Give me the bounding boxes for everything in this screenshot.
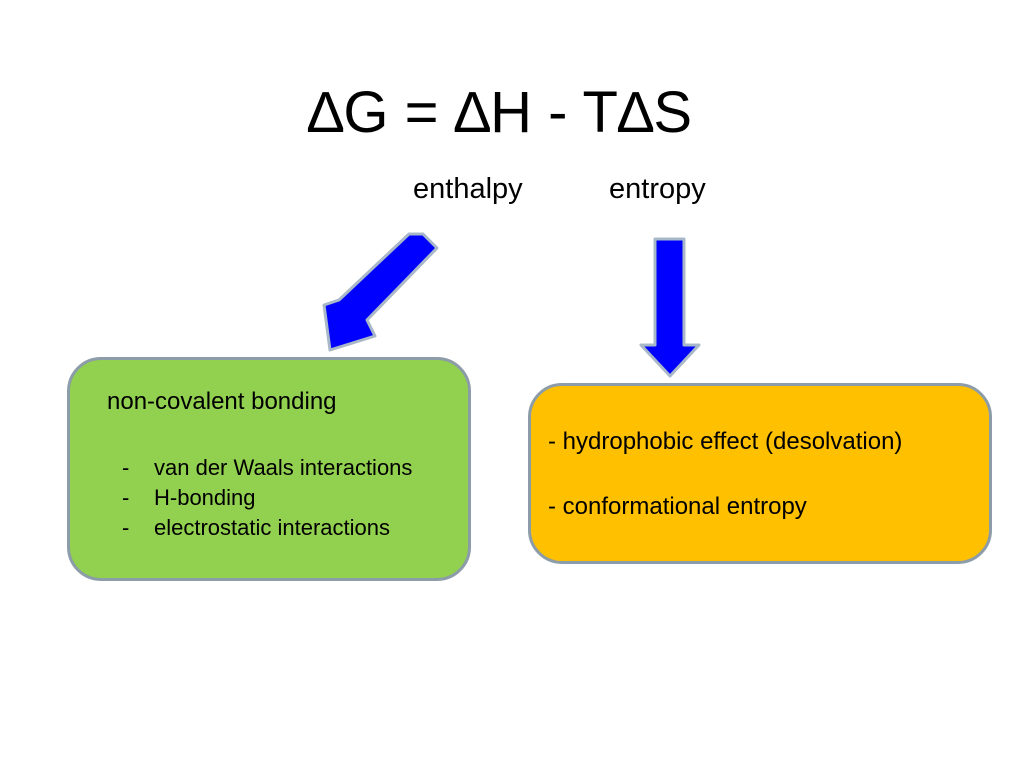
enthalpy-arrow xyxy=(322,232,439,352)
list-item: - H-bonding xyxy=(122,483,412,513)
list-item-text: electrostatic interactions xyxy=(154,515,390,540)
list-dash: - xyxy=(122,515,130,540)
list-item: - van der Waals interactions xyxy=(122,453,412,483)
entropy-item-conformational: - conformational entropy xyxy=(548,493,807,520)
list-dash: - xyxy=(122,455,130,480)
bond-list: - van der Waals interactions - H-bonding… xyxy=(122,453,412,543)
enthalpy-box: non-covalent bonding - van der Waals int… xyxy=(67,357,471,581)
list-item-text: H-bonding xyxy=(154,485,256,510)
list-item: - electrostatic interactions xyxy=(122,513,412,543)
entropy-item-hydrophobic: - hydrophobic effect (desolvation) xyxy=(548,428,903,455)
enthalpy-box-title: non-covalent bonding xyxy=(107,388,337,415)
list-dash: - xyxy=(122,485,130,510)
list-item-text: van der Waals interactions xyxy=(154,455,413,480)
enthalpy-label: enthalpy xyxy=(413,173,523,205)
entropy-box: - hydrophobic effect (desolvation) - con… xyxy=(528,383,992,564)
entropy-arrow xyxy=(639,237,701,378)
free-energy-equation: ∆G = ∆H - T∆S xyxy=(307,80,693,145)
entropy-label: entropy xyxy=(609,173,706,205)
